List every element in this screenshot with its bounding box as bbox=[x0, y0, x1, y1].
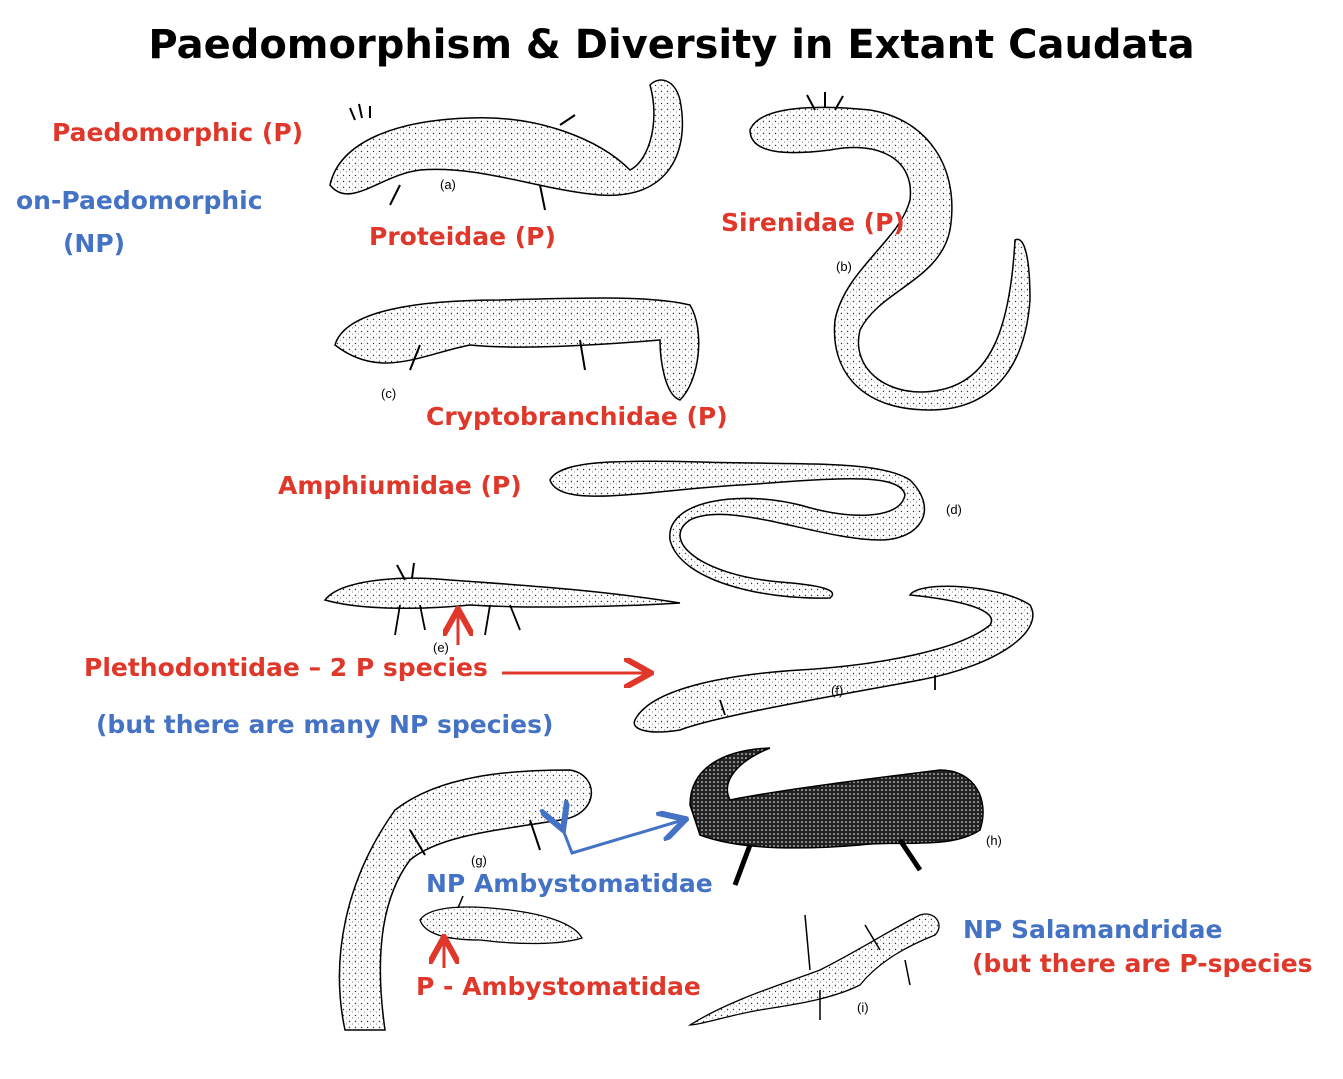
figure-letter-g: (g) bbox=[471, 853, 487, 868]
np-ambystomatidae-arrow bbox=[562, 820, 683, 855]
legend-non-paedomorphic: on-Paedomorphic bbox=[16, 186, 263, 215]
figure-letter-i: (i) bbox=[857, 1000, 869, 1015]
plethodontidae-e-drawing bbox=[323, 562, 681, 636]
label-sirenidae: Sirenidae (P) bbox=[721, 208, 905, 237]
figure-letter-b: (b) bbox=[836, 259, 852, 274]
label-amphiumidae: Amphiumidae (P) bbox=[278, 471, 522, 500]
label-np-salamandridae: NP Salamandridae bbox=[963, 915, 1223, 944]
label-proteidae: Proteidae (P) bbox=[369, 222, 556, 251]
figure-letter-d: (d) bbox=[946, 502, 962, 517]
legend-paedomorphic: Paedomorphic (P) bbox=[52, 118, 304, 147]
figure-letter-h: (h) bbox=[986, 833, 1002, 848]
ambystomatidae-larva-drawing bbox=[419, 895, 583, 945]
label-p-ambystomatidae: P - Ambystomatidae bbox=[416, 972, 701, 1001]
figure-letter-f: (f) bbox=[831, 683, 844, 698]
label-cryptobranchidae: Cryptobranchidae (P) bbox=[426, 402, 728, 431]
label-salamandridae-note: (but there are P-species bbox=[972, 949, 1313, 978]
label-plethodontidae-note: (but there are many NP species) bbox=[96, 710, 554, 739]
label-plethodontidae: Plethodontidae – 2 P species bbox=[84, 653, 488, 682]
proteidae-drawing bbox=[329, 79, 684, 211]
amphiumidae-drawing bbox=[549, 460, 926, 599]
salamandridae-drawing bbox=[687, 913, 940, 1026]
sirenidae-drawing bbox=[749, 92, 1031, 411]
plethodontidae-f-drawing bbox=[633, 585, 1034, 733]
figure-letter-e: (e) bbox=[433, 640, 449, 655]
ambystomatidae-h-drawing bbox=[689, 747, 984, 886]
ambystomatidae-g-drawing bbox=[338, 769, 593, 1031]
figure-letter-a: (a) bbox=[440, 177, 456, 192]
cryptobranchidae-drawing bbox=[334, 297, 700, 401]
page-title: Paedomorphism & Diversity in Extant Caud… bbox=[148, 22, 1195, 68]
figure-letter-c: (c) bbox=[381, 386, 397, 401]
label-np-ambystomatidae: NP Ambystomatidae bbox=[426, 869, 713, 898]
legend-non-paedomorphic-abbr: (NP) bbox=[63, 229, 126, 258]
